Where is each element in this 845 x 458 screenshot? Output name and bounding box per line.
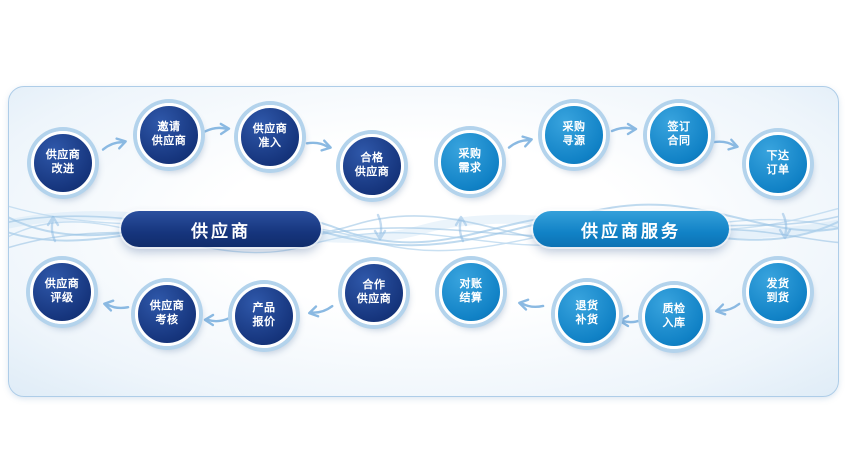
- flow-arrow-icon: [505, 133, 535, 152]
- flow-arrow-icon: [99, 135, 129, 154]
- node-supplier-admission: 供应商 准入: [238, 105, 302, 169]
- node-label: 供应商 改进: [45, 149, 81, 175]
- flow-arrow-icon: [304, 135, 334, 154]
- flow-arrow-icon: [713, 299, 742, 318]
- node-label: 合格 供应商: [354, 152, 390, 178]
- node-label: 供应商 评级: [44, 278, 80, 304]
- node-label: 退货 补货: [575, 300, 599, 326]
- supplier-hub-label: 供应商: [191, 221, 251, 241]
- node-purchase-demand: 采购 需求: [438, 130, 502, 194]
- flow-arrow-icon: [778, 212, 792, 240]
- node-label: 签订 合同: [667, 121, 691, 147]
- flow-arrow-icon: [711, 134, 741, 153]
- flow-arrow-icon: [610, 122, 638, 136]
- node-label: 合作 供应商: [356, 279, 392, 305]
- node-qualified-supplier: 合格 供应商: [340, 134, 404, 198]
- node-label: 发货 到货: [766, 278, 790, 304]
- node-label: 对账 结算: [459, 278, 483, 304]
- supplier-service-hub-label: 供应商服务: [581, 221, 681, 241]
- flow-arrow-icon: [203, 122, 231, 136]
- flow-arrow-icon: [306, 301, 335, 320]
- node-reconciliation-settlement: 对账 结算: [439, 260, 503, 324]
- flow-arrow-icon: [618, 314, 646, 328]
- node-delivery-arrival: 发货 到货: [746, 260, 810, 324]
- node-sign-contract: 签订 合同: [647, 103, 711, 167]
- process-diagram-card: 供应商 供应商 改进 邀请 供应商 供应商 准入 合格 供应商 合作 供应商 产…: [8, 86, 839, 397]
- node-procurement-sourcing: 采购 寻源: [542, 103, 606, 167]
- node-cooperative-supplier: 合作 供应商: [342, 261, 406, 325]
- node-label: 采购 寻源: [562, 121, 586, 147]
- node-label: 质检 入库: [662, 303, 686, 329]
- node-product-quotation: 产品 报价: [232, 284, 296, 348]
- node-label: 下达 订单: [766, 150, 790, 176]
- node-label: 邀请 供应商: [151, 121, 187, 147]
- node-supplier-assessment: 供应商 考核: [135, 282, 199, 346]
- node-label: 产品 报价: [252, 302, 276, 328]
- node-place-order: 下达 订单: [746, 132, 810, 196]
- node-quality-inspection-warehousing: 质检 入库: [642, 285, 706, 349]
- supplier-service-hub-pill: 供应商服务: [533, 211, 729, 247]
- node-label: 采购 需求: [458, 148, 482, 174]
- node-invite-supplier: 邀请 供应商: [137, 103, 201, 167]
- supplier-hub-pill: 供应商: [121, 211, 321, 247]
- node-supplier-improvement: 供应商 改进: [31, 131, 95, 195]
- node-supplier-rating: 供应商 评级: [30, 260, 94, 324]
- flow-arrow-icon: [101, 297, 130, 316]
- node-label: 供应商 准入: [252, 123, 288, 149]
- node-return-replenishment: 退货 补货: [555, 282, 619, 346]
- node-label: 供应商 考核: [149, 300, 185, 326]
- flow-arrow-icon: [516, 296, 545, 315]
- flow-arrow-icon: [203, 313, 231, 327]
